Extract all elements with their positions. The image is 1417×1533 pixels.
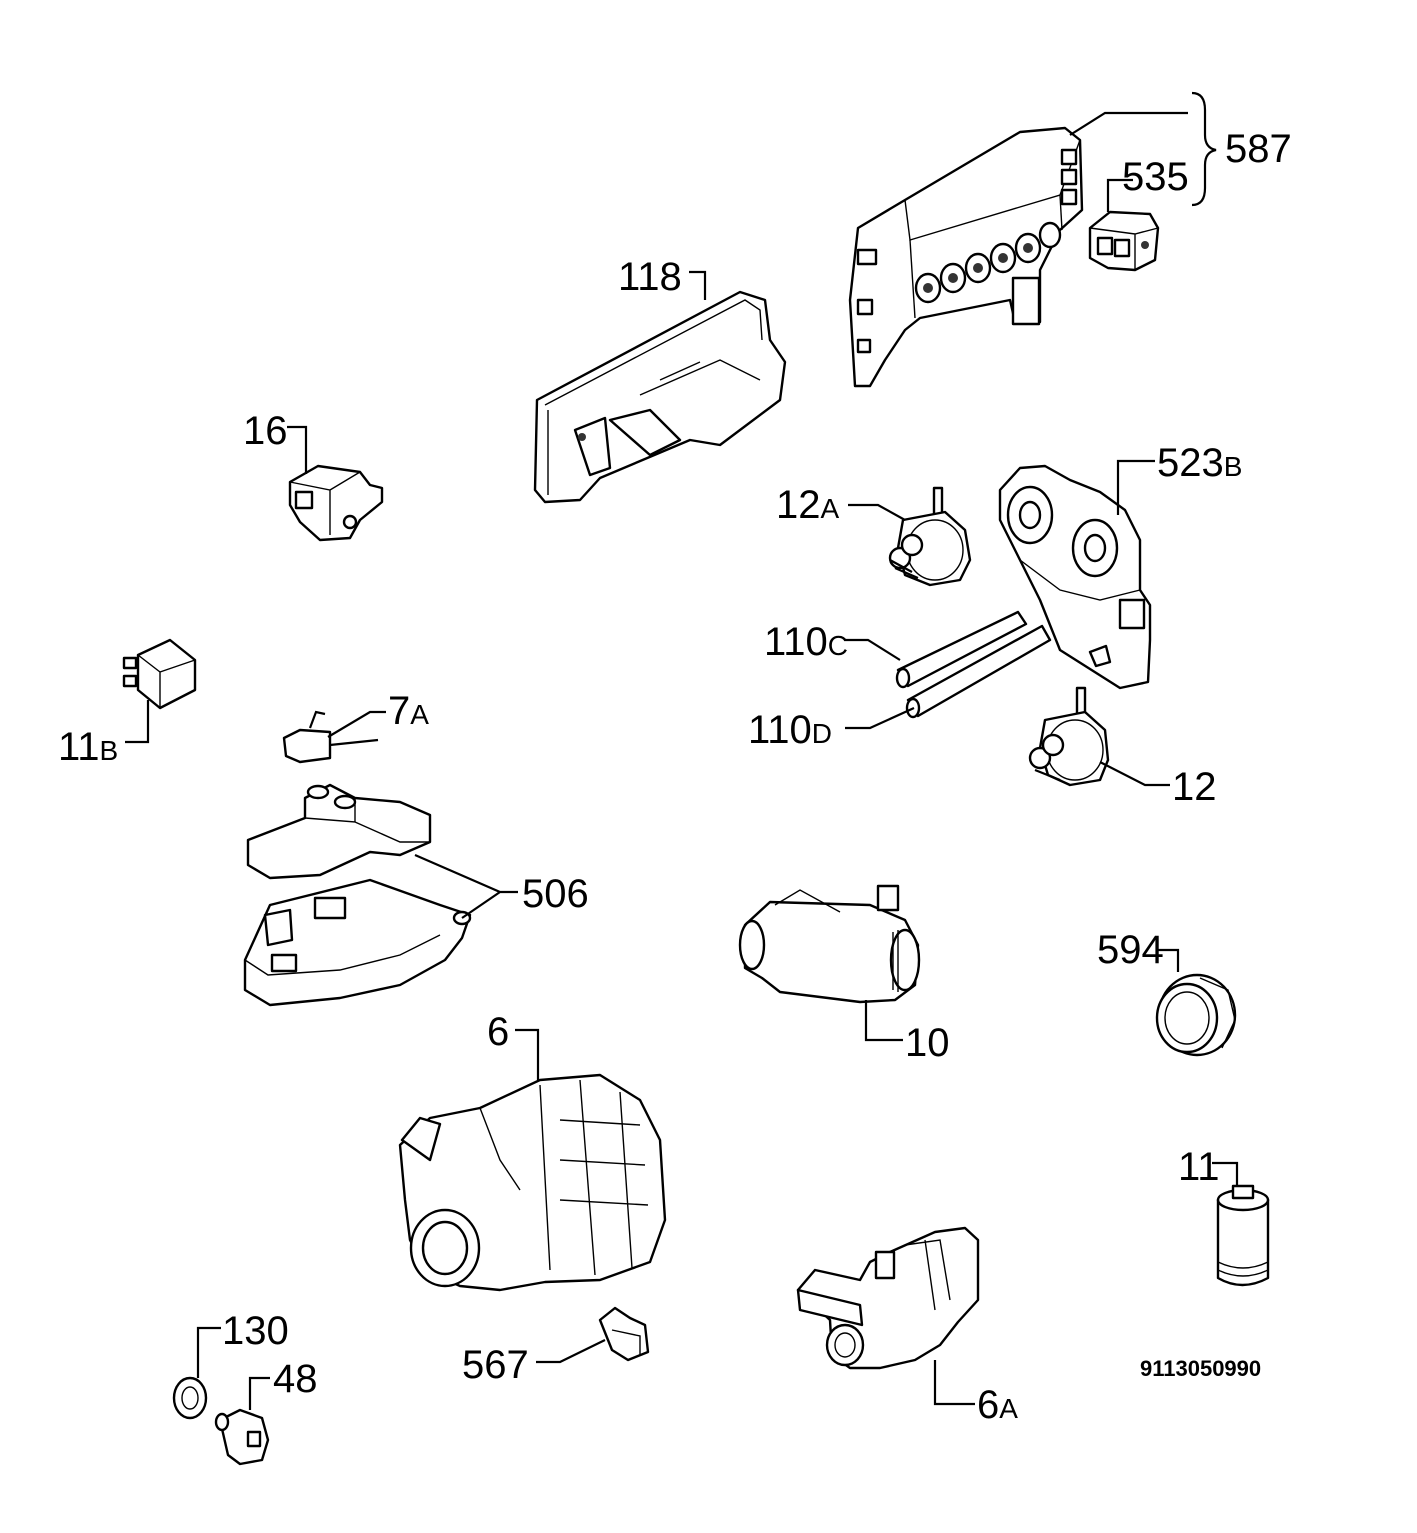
- part-118-dispenser: [533, 290, 787, 504]
- label-12: 12: [1172, 765, 1217, 809]
- part-11B-relay: [122, 638, 197, 710]
- label-11: 11: [1178, 1145, 1220, 1189]
- part-535-connector: [1088, 210, 1160, 272]
- part-567-clip: [598, 1306, 650, 1362]
- part-6A-drain-pump: [796, 1226, 980, 1370]
- part-506-float-assembly: [246, 783, 432, 880]
- label-587: 587: [1225, 127, 1292, 171]
- part-130-seal-ring: [172, 1376, 208, 1420]
- part-7A-sensor: [282, 710, 379, 764]
- part-110C-hose: [895, 610, 1028, 689]
- label-6: 6: [487, 1010, 509, 1054]
- label-535: 535: [1122, 155, 1189, 199]
- label-48: 48: [273, 1357, 318, 1401]
- part-594-cap: [1155, 973, 1237, 1057]
- label-523B: 523B: [1157, 441, 1242, 485]
- label-11B: 11B: [58, 725, 118, 769]
- label-16: 16: [243, 409, 288, 453]
- part-16-switch: [288, 464, 384, 542]
- part-506-float-base: [243, 878, 472, 1007]
- label-110C: 110C: [764, 620, 848, 664]
- label-130: 130: [222, 1309, 289, 1353]
- label-118: 118: [618, 255, 682, 299]
- label-7A: 7A: [388, 689, 429, 733]
- part-523B-holder: [998, 464, 1152, 690]
- label-10: 10: [905, 1021, 950, 1065]
- part-48-plug: [214, 1408, 270, 1466]
- part-12-pressure-switch: [1028, 686, 1110, 787]
- label-110D: 110D: [748, 708, 832, 752]
- drawing-code: 9113050990: [1140, 1356, 1261, 1381]
- part-11-capacitor: [1216, 1184, 1270, 1287]
- part-10-heater: [738, 884, 921, 1004]
- part-12A-pressure-switch: [888, 486, 972, 587]
- label-12A: 12A: [776, 483, 840, 527]
- label-567: 567: [462, 1343, 529, 1387]
- part-587-control-module: [848, 126, 1084, 388]
- label-594: 594: [1097, 928, 1164, 972]
- label-6A: 6A: [977, 1383, 1018, 1427]
- part-6-circulation-pump: [398, 1073, 667, 1292]
- label-506: 506: [522, 872, 589, 916]
- leader-lines: [125, 91, 1239, 1410]
